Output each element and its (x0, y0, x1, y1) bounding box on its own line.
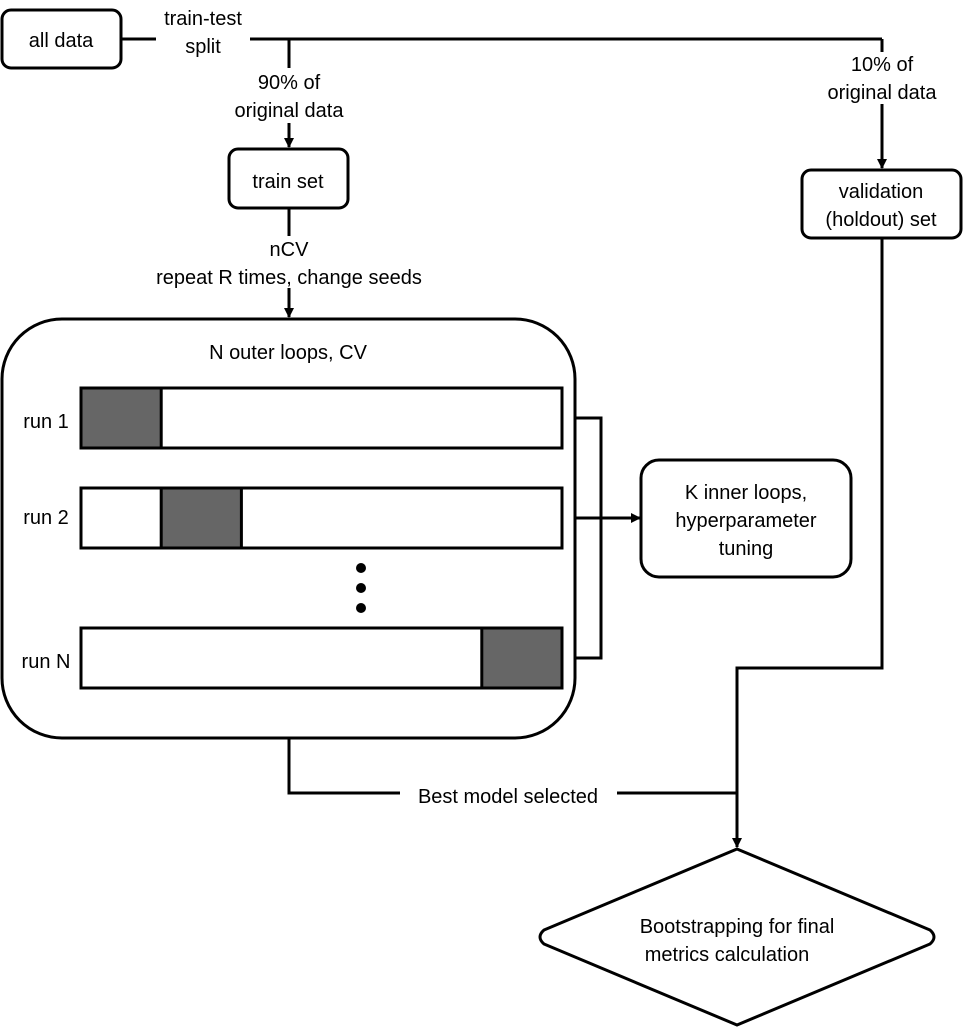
validation-fraction-line-1: 10% of (851, 54, 914, 76)
run-2-label: run 2 (23, 507, 69, 529)
runs-bracket (562, 416, 603, 660)
all-data-label: all data (29, 30, 94, 52)
ellipsis-dots (356, 563, 366, 613)
ncv-label: nCV repeat R times, change seeds (156, 239, 422, 289)
bootstrapping-node: Bootstrapping for final metrics calculat… (538, 847, 936, 1027)
best-model-label: Best model selected (418, 786, 598, 808)
ncv-line-2: repeat R times, change seeds (156, 267, 422, 289)
train-fraction-line-1: 90% of (258, 72, 321, 94)
all-data-node: all data (0, 8, 123, 70)
validation-to-bootstrap-line (732, 239, 884, 848)
validation-set-node: validation (holdout) set (800, 168, 963, 240)
connectors (121, 37, 887, 848)
run-1: run 1 (23, 386, 564, 450)
train-set-node: train set (227, 147, 350, 210)
bootstrapping-line-1: Bootstrapping for final (640, 916, 835, 938)
run-n-test-fold (480, 626, 564, 690)
train-fraction-line-2: original data (235, 100, 345, 122)
run-1-test-fold (79, 386, 163, 450)
validation-set-line-2: (holdout) set (825, 209, 937, 231)
validation-fraction-line-2: original data (828, 82, 938, 104)
train-test-split-label: train-test split (164, 8, 242, 58)
ncv-line-1: nCV (270, 239, 310, 261)
run-2: run 2 (23, 486, 564, 550)
validation-fraction-label: 10% of original data (828, 54, 938, 104)
run-2-bar (79, 486, 564, 550)
run-1-label: run 1 (23, 411, 69, 433)
ellipsis-dot (356, 563, 366, 573)
best-model-line-left (287, 738, 400, 795)
outer-loops-title: N outer loops, CV (209, 342, 368, 364)
train-set-label: train set (252, 171, 324, 193)
inner-loops-node: K inner loops, hyperparameter tuning (639, 458, 853, 579)
run-n-label: run N (22, 651, 71, 673)
inner-loops-line-2: hyperparameter (675, 510, 817, 532)
ellipsis-dot (356, 603, 366, 613)
run-n: run N (22, 626, 564, 690)
train-fraction-label: 90% of original data (235, 72, 345, 122)
run-2-test-fold (159, 486, 243, 550)
inner-loops-line-1: K inner loops, (685, 482, 807, 504)
inner-loops-line-3: tuning (719, 538, 774, 560)
validation-set-line-1: validation (839, 181, 924, 203)
bootstrapping-line-2: metrics calculation (645, 944, 810, 966)
train-test-split-line-1: train-test (164, 8, 242, 30)
ellipsis-dot (356, 583, 366, 593)
train-test-split-line-2: split (185, 36, 221, 58)
